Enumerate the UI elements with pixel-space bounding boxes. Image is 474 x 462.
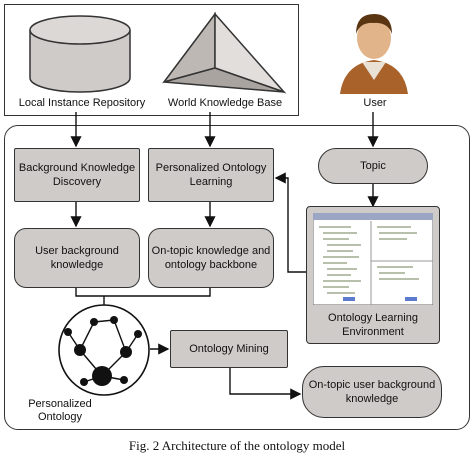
on-topic-user-background-text: On-topic user background knowledge (308, 379, 436, 405)
figure-caption: Fig. 2 Architecture of the ontology mode… (128, 438, 346, 453)
background-knowledge-discovery-box: Background Knowledge Discovery (14, 148, 140, 202)
knowledge-base-label: World Knowledge Base (167, 97, 283, 109)
ontology-mining-box: Ontology Mining (170, 330, 288, 368)
arrow-mining-to-result (229, 368, 302, 400)
user-avatar-icon (340, 14, 408, 94)
database-icon (29, 15, 131, 93)
personalized-ontology-learning-text: Personalized Ontology Learning (155, 162, 267, 188)
topic-box: Topic (318, 148, 428, 184)
repository-label: Local Instance Repository (18, 97, 146, 109)
ontology-mining-text: Ontology Mining (189, 343, 269, 355)
user-label: User (363, 97, 387, 109)
background-knowledge-discovery-text: Background Knowledge Discovery (18, 162, 136, 188)
on-topic-user-background-box: On-topic user background knowledge (302, 366, 442, 418)
line-userbg-merge (75, 288, 104, 297)
user-background-knowledge-box: User background knowledge (14, 228, 140, 288)
learning-environment-box: Ontology Learning Environment (306, 206, 440, 344)
personalized-ontology-learning-box: Personalized Ontology Learning (148, 148, 274, 202)
personalized-ontology-label: Personalized Ontology (28, 398, 92, 423)
line-backbone-merge (104, 288, 211, 297)
learning-environment-text: Ontology Learning Environment (328, 312, 418, 338)
on-topic-backbone-text: On-topic knowledge and ontology backbone (151, 245, 271, 271)
on-topic-backbone-box: On-topic knowledge and ontology backbone (148, 228, 274, 288)
arrow-env-to-learning (274, 172, 306, 273)
pyramid-icon (162, 11, 287, 94)
main-frame (4, 125, 470, 430)
user-background-knowledge-text: User background knowledge (35, 245, 119, 271)
top-frame (4, 4, 299, 116)
ontology-graph-icon (58, 304, 150, 396)
topic-text: Topic (360, 160, 386, 172)
environment-screenshot-icon (313, 213, 433, 305)
